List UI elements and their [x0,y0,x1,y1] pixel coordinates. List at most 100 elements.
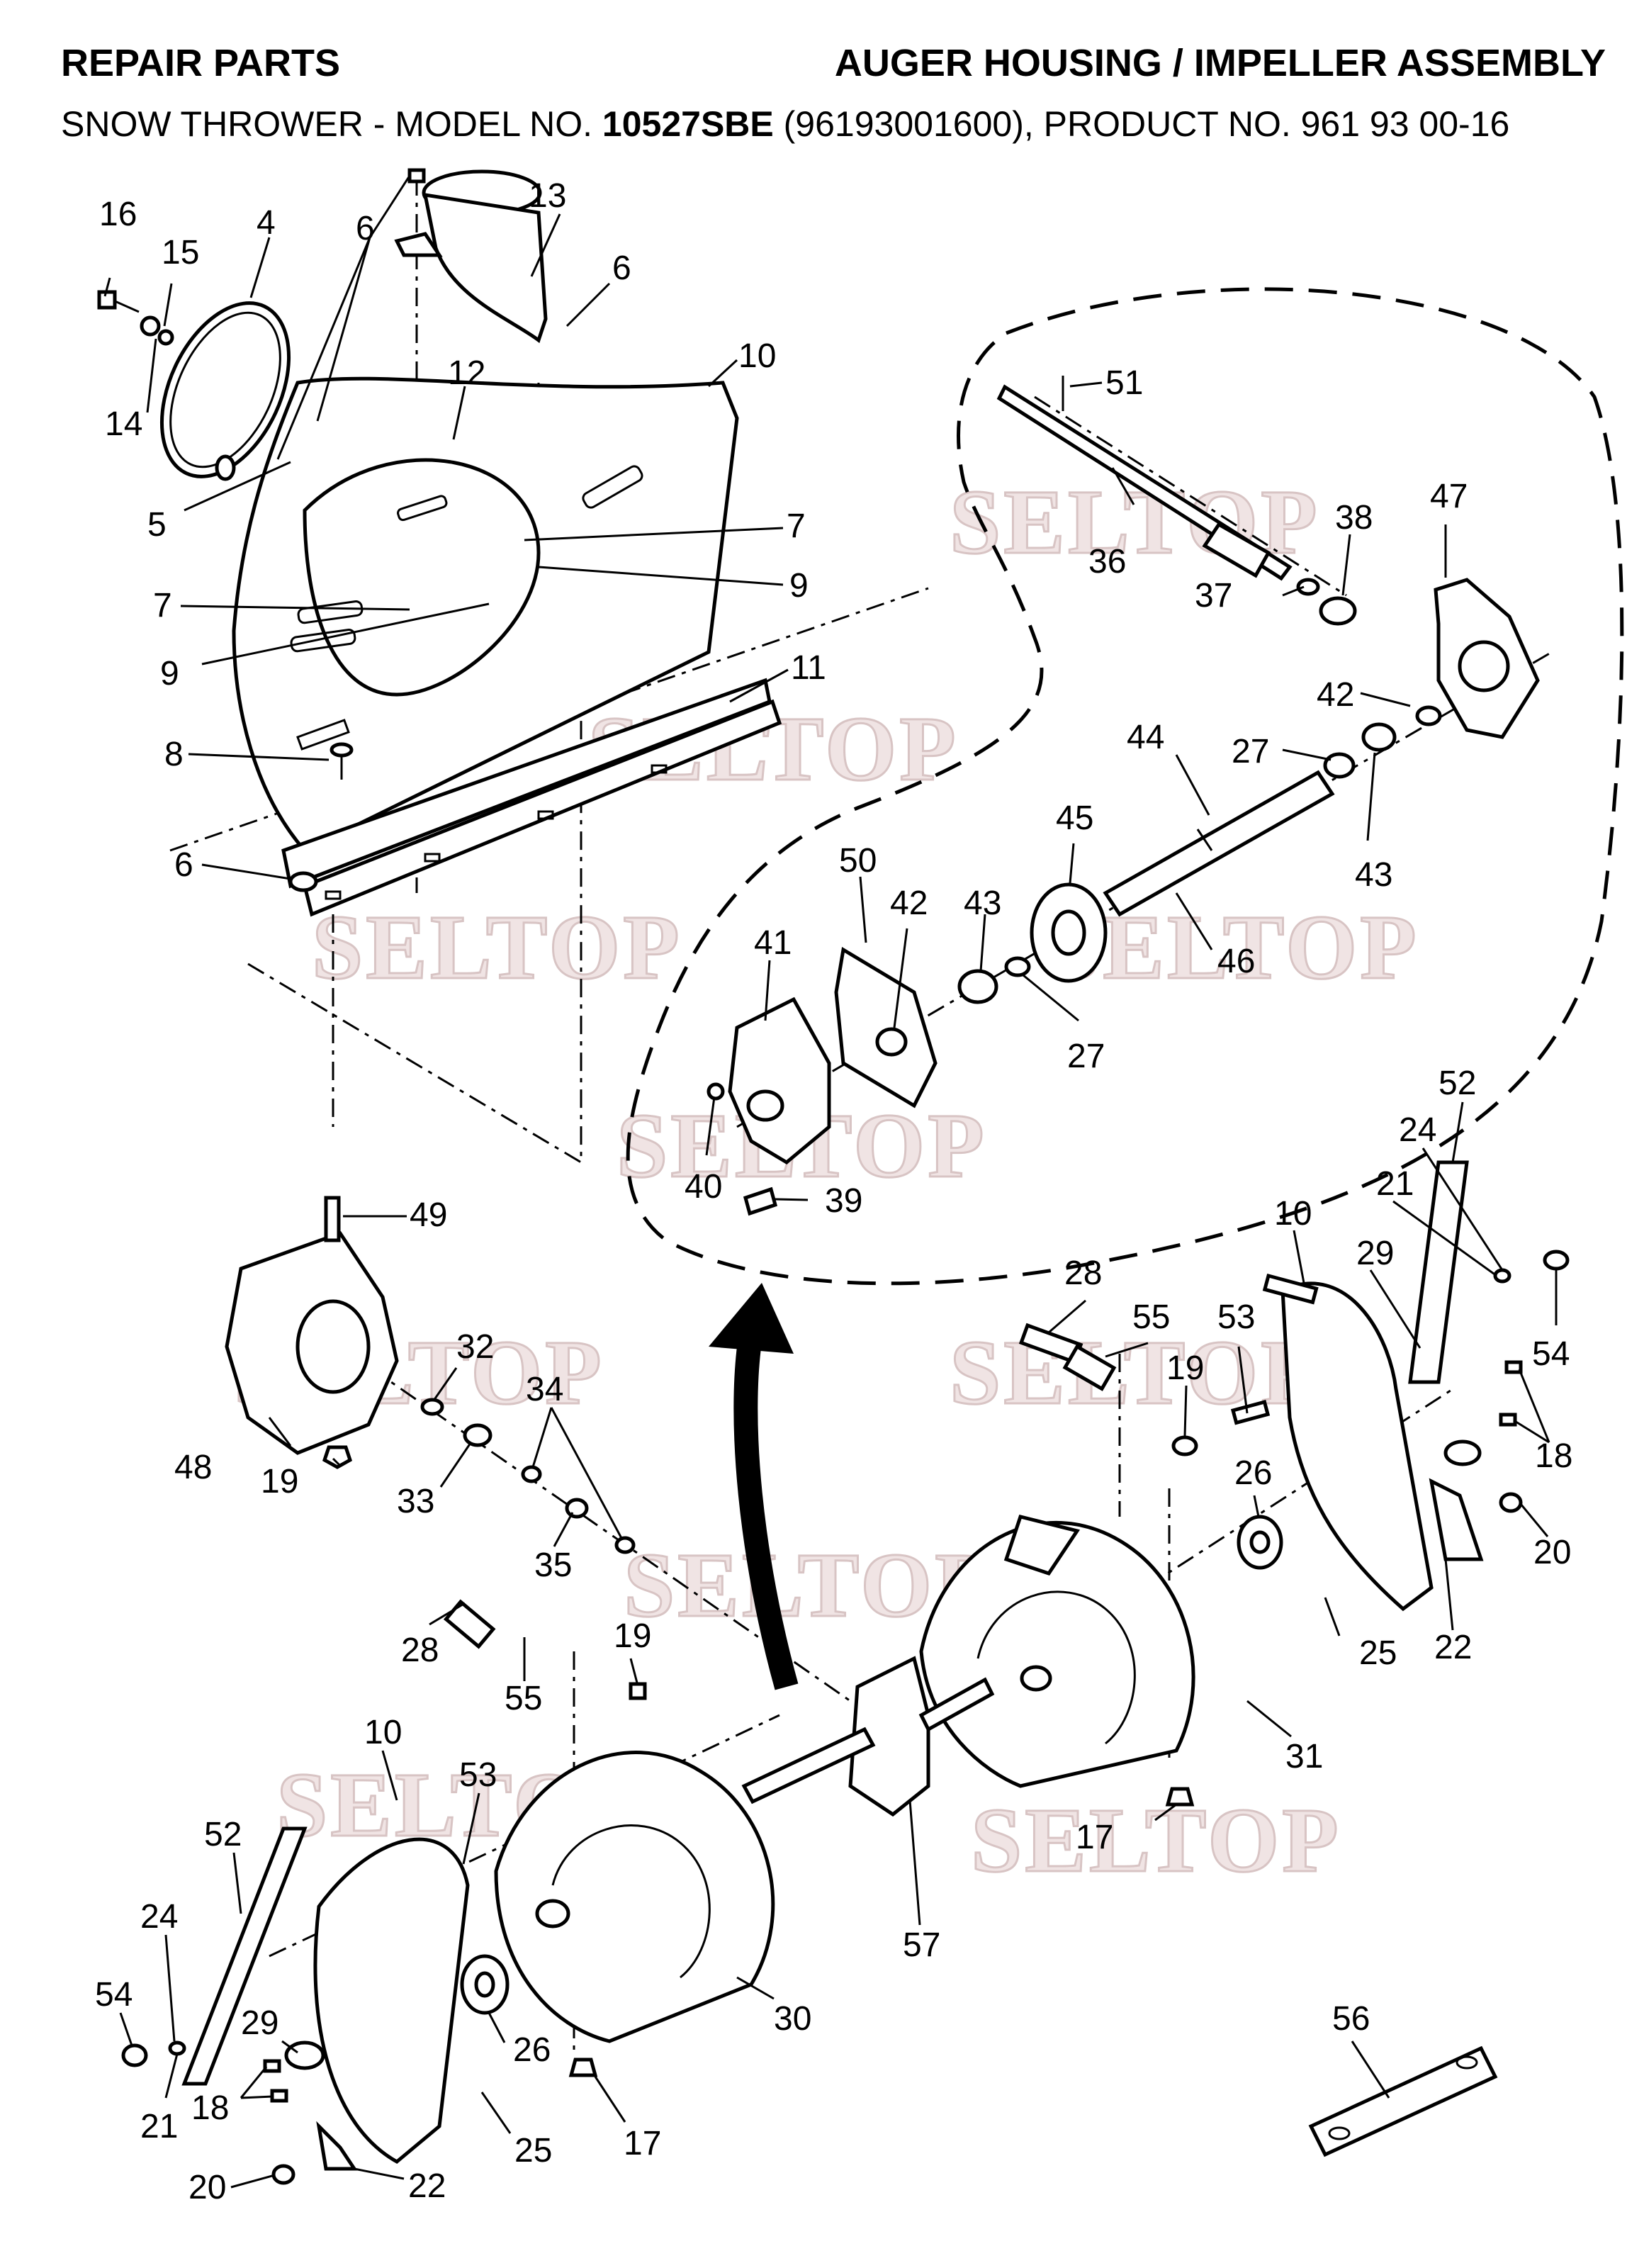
callout-26-b: 26 [513,2031,551,2069]
callout-5: 5 [147,506,167,544]
callout-10: 10 [738,337,776,375]
callout-55-b: 55 [505,1680,542,1717]
callout-46: 46 [1217,943,1255,980]
callout-27: 27 [1232,733,1269,770]
spacer-55-right [1018,1323,1271,1456]
callout-55: 55 [1132,1298,1170,1336]
callout-34: 34 [526,1371,563,1408]
callout-25: 25 [1359,1634,1397,1672]
header-left-title: REPAIR PARTS [61,42,341,84]
callout-29: 29 [1356,1235,1394,1272]
callout-53: 53 [1217,1298,1255,1336]
callout-35: 35 [534,1546,572,1584]
leader-lines [103,175,1558,2189]
gasket-50 [834,946,938,1108]
auger-left-30 [494,1751,775,2043]
header-right-title: AUGER HOUSING / IMPELLER ASSEMBLY [834,42,1606,84]
callout-37: 37 [1195,577,1232,614]
worm-gear-45 [1030,882,1108,983]
callout-14: 14 [105,405,142,443]
skid-shoe-right-52 [1408,1160,1469,1384]
callout-54: 54 [1532,1335,1570,1373]
reference-arrow [709,1283,799,1690]
callout-24-b: 24 [140,1898,178,1936]
skid-hardware-left [121,2040,358,2185]
callout-29-b: 29 [241,2004,278,2042]
shave-plate [303,699,782,917]
callout-25-b: 25 [514,2132,552,2169]
watermark-11: SELTOP [971,1790,1341,1892]
bearing-flange-26-left [460,1954,510,2015]
gear-case-assembled-57 [848,1656,930,1817]
callout-21: 21 [1376,1165,1414,1203]
callout-45: 45 [1056,799,1093,837]
side-plate-left-10 [313,1837,470,2165]
worm-shaft [996,376,1293,581]
skid-shoe-left-52 [181,1826,308,2086]
callout-27-b: 27 [1067,1038,1105,1075]
callout-11: 11 [791,649,826,687]
callout-19-b: 19 [261,1463,298,1500]
callout-18: 18 [1535,1437,1572,1475]
callout-53-b: 53 [459,1756,497,1794]
side-plate-right-10 [1262,1273,1434,1612]
bearing-flange-26-right [1237,1515,1283,1570]
callout-57: 57 [903,1926,940,1964]
watermark-2: SELTOP [950,471,1320,573]
callout-28-b: 28 [401,1632,439,1669]
nut-6 [288,871,318,892]
auger-shaft-left [741,1677,995,1804]
callout-16: 16 [99,196,137,233]
callout-10-c: 10 [364,1714,402,1751]
callout-labels: 16 15 4 6 13 6 14 5 12 10 7 7 9 9 8 11 6… [95,177,1572,2206]
callout-33: 33 [397,1483,434,1520]
callout-31: 31 [1285,1738,1323,1775]
auger-right-31 [919,1515,1195,1788]
skid-hardware-right [1429,1250,1570,1561]
model-prefix: SNOW THROWER - MODEL NO. [61,104,602,144]
auger-housing [232,376,772,889]
spacer-55-left [443,1599,1195,2077]
callout-15: 15 [162,234,199,271]
callout-19-c: 19 [614,1617,651,1655]
callout-12: 12 [448,354,485,392]
callout-54-b: 54 [95,1976,133,2014]
gear-housing-48 [225,1196,399,1455]
callout-52: 52 [1439,1065,1476,1102]
callout-20: 20 [1533,1534,1571,1571]
callout-8: 8 [164,736,184,773]
callout-20-b: 20 [188,2169,226,2206]
callout-28: 28 [1064,1254,1102,1292]
callout-13: 13 [529,177,566,215]
callout-6: 6 [356,210,375,247]
header-model-line: SNOW THROWER - MODEL NO. 10527SBE (96193… [61,103,1509,145]
callout-26: 26 [1234,1454,1272,1492]
chute-adapter [394,168,548,344]
callout-38: 38 [1335,499,1373,537]
callout-32: 32 [456,1328,494,1366]
bolt-16 [97,290,174,346]
carriage-bolt-8 [330,742,354,780]
callout-9-b: 9 [160,655,179,692]
callout-47: 47 [1430,478,1468,515]
callout-7: 7 [787,507,806,545]
callout-22-b: 22 [408,2167,446,2205]
callout-42-b: 42 [890,885,928,922]
callout-51: 51 [1105,364,1143,402]
callout-30: 30 [774,2000,811,2038]
watermark-4: SELTOP [312,897,682,999]
callout-39: 39 [825,1182,862,1220]
callout-19: 19 [1166,1349,1204,1387]
callout-56: 56 [1332,2000,1370,2038]
callout-22: 22 [1434,1629,1472,1666]
bearing-38 [1296,578,1357,626]
callout-36: 36 [1088,543,1126,580]
callout-17-b: 17 [624,2125,661,2162]
callout-24: 24 [1399,1111,1436,1149]
gear-case-half-right [1434,578,1540,739]
callout-50: 50 [839,842,877,880]
callout-18-b: 18 [191,2089,229,2127]
gear-case-half-left-41 [706,997,831,1216]
callout-17: 17 [1076,1819,1113,1856]
